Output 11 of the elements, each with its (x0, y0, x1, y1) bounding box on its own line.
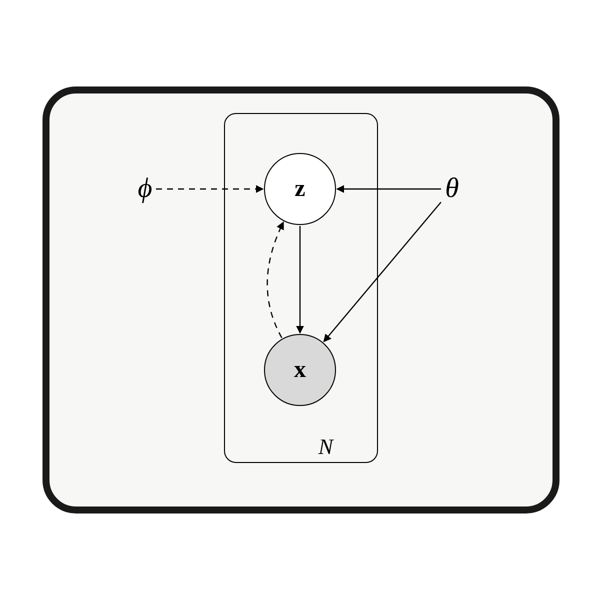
arrow (296, 226, 304, 334)
arrow (336, 185, 441, 193)
parameter-label: ϕ (134, 172, 156, 206)
plate-label: N (318, 436, 333, 458)
arrow (323, 202, 442, 342)
parameter-label: θ (441, 172, 463, 206)
variable-label: x (294, 358, 306, 382)
variable-label: z (294, 177, 306, 201)
plate-box (224, 113, 378, 463)
arrow (156, 185, 264, 193)
arrow (266, 221, 284, 338)
